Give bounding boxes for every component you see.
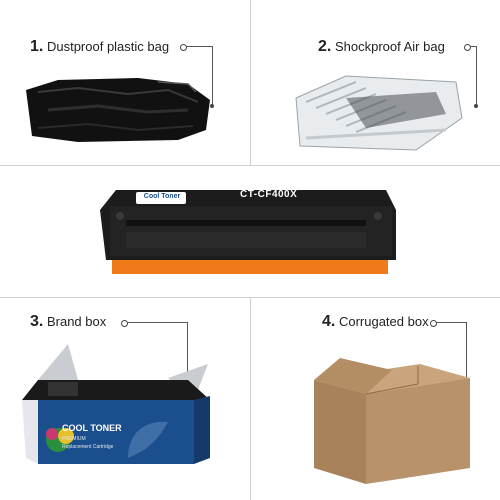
panel-4-leader-line xyxy=(436,322,467,409)
panel-2-label: 2. Shockproof Air bag xyxy=(318,38,445,56)
top-vertical-divider xyxy=(250,0,251,165)
panel-1-number: 1. xyxy=(30,38,44,55)
brand-box-image xyxy=(22,344,210,464)
panel-4-text: Corrugated box xyxy=(338,314,429,329)
panel-4-label: 4. Corrugated box xyxy=(322,313,429,331)
panel-2-leader-dot xyxy=(474,104,478,108)
air-bag-image xyxy=(295,75,463,151)
bottom-vertical-divider xyxy=(250,297,251,500)
cartridge-brand-badge: Cool Toner xyxy=(143,193,181,200)
toner-cartridge-image xyxy=(100,190,396,274)
panel-1-leader-line xyxy=(186,46,213,107)
panel-2-number: 2. xyxy=(318,38,332,55)
panel-3-label: 3. Brand box xyxy=(30,313,106,331)
plastic-bag-image xyxy=(26,78,210,142)
brand-box-tagline: PREMIUM xyxy=(62,436,86,442)
panel-3-leader-line xyxy=(127,322,188,401)
top-divider xyxy=(0,165,500,166)
panel-3-number: 3. xyxy=(30,313,44,330)
panel-1-label: 1. Dustproof plastic bag xyxy=(30,38,169,56)
cartridge-model-label: CT-CF400X xyxy=(240,189,298,200)
corrugated-box-image xyxy=(314,358,470,484)
panel-2-leader-ring xyxy=(464,44,471,51)
panel-4-leader-ring xyxy=(430,320,437,327)
panel-2-text: Shockproof Air bag xyxy=(334,39,445,54)
panel-2-leader-line xyxy=(470,46,477,107)
panel-4-number: 4. xyxy=(322,313,336,330)
panel-3-leader-ring xyxy=(121,320,128,327)
brand-box-subline: Replacement Cartridge xyxy=(62,444,114,450)
panel-1-leader-dot xyxy=(210,104,214,108)
panel-1-leader-ring xyxy=(180,44,187,51)
panel-1-text: Dustproof plastic bag xyxy=(46,39,170,54)
brand-box-name: COOL TONER xyxy=(62,423,122,433)
panel-3-text: Brand box xyxy=(46,314,107,329)
